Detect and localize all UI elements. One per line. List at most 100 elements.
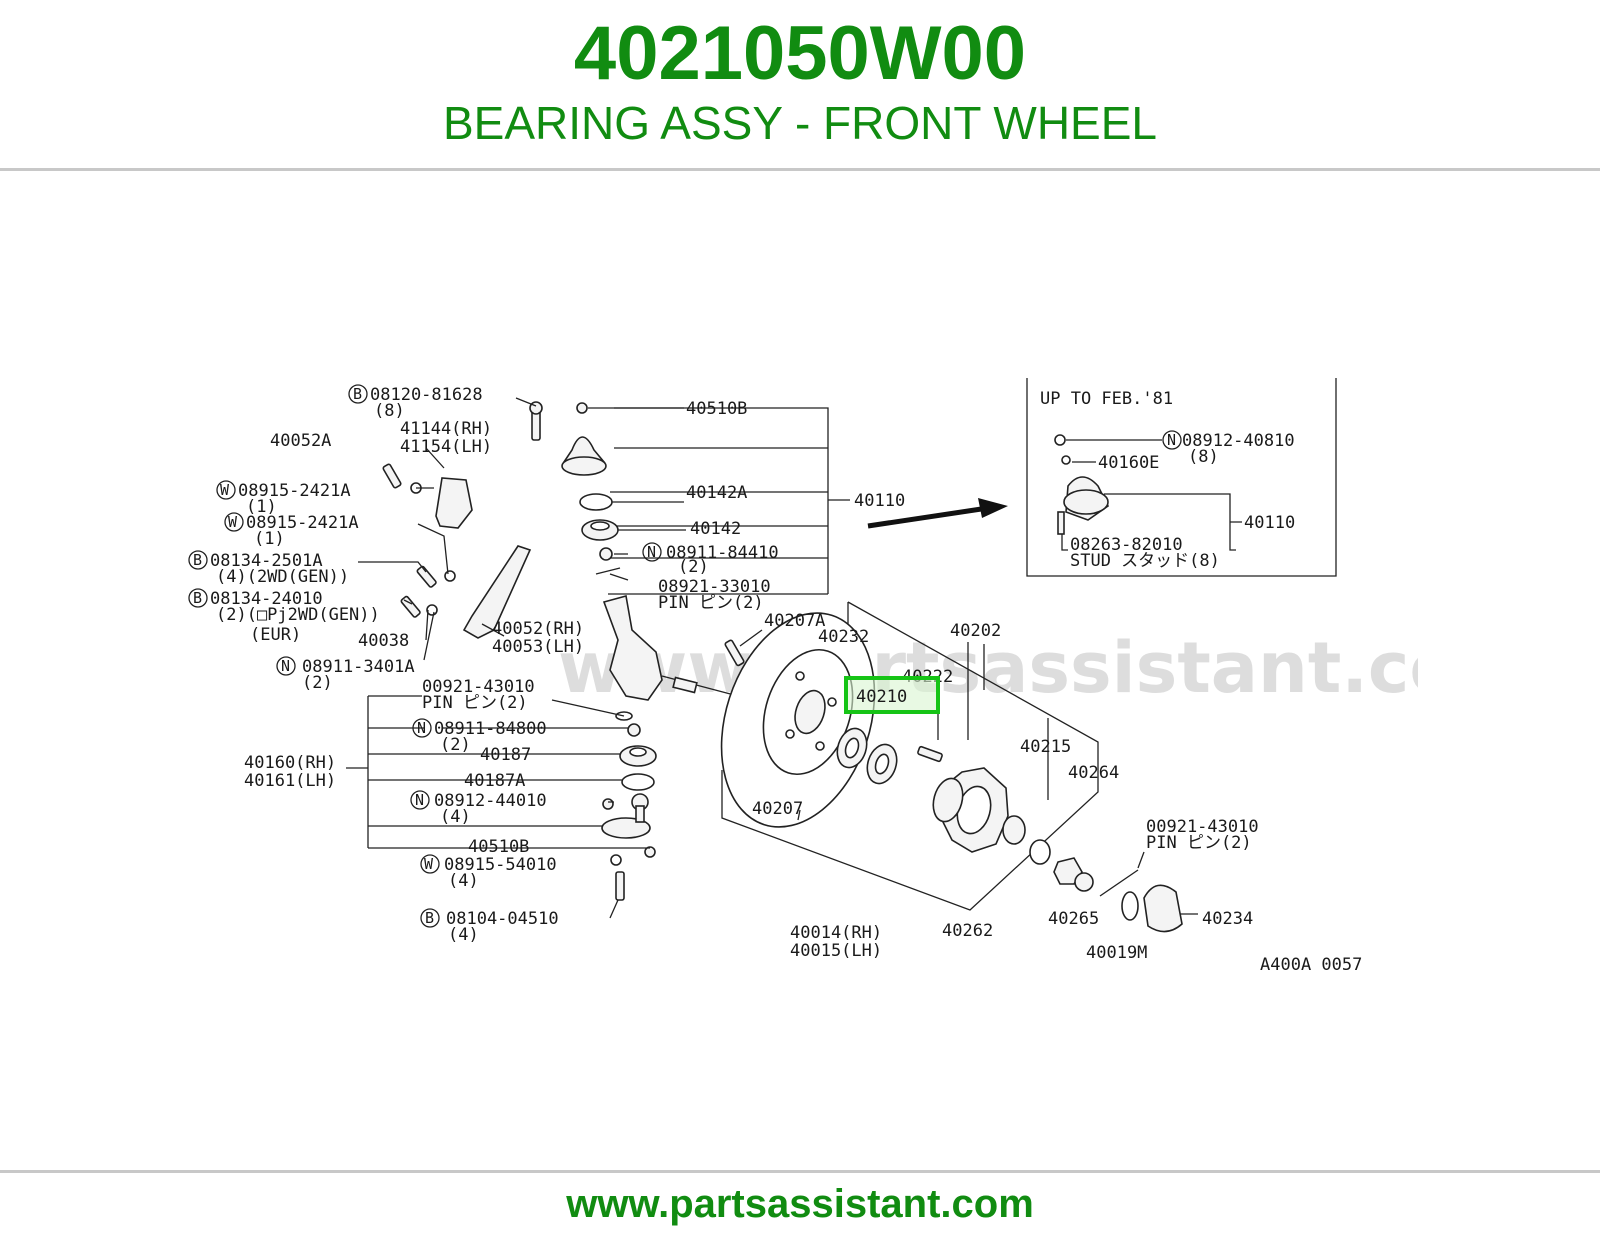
label-08911-84410: 08911-84410: [666, 543, 779, 563]
inset-label-08263-82010: 08263-82010: [1070, 535, 1183, 555]
inset-washer-icon: [1061, 455, 1071, 465]
label-40510B-top: 40510B: [686, 399, 747, 419]
label-40052-rh: 40052(RH): [492, 619, 584, 639]
footer-website-link[interactable]: www.partsassistant.com: [566, 1182, 1034, 1226]
label-40262: 40262: [942, 921, 993, 941]
label-40187: 40187: [480, 745, 531, 765]
nut-08911-84800-icon: [627, 723, 641, 737]
label-eur: (EUR): [250, 625, 301, 645]
label-40510B-bottom: 40510B: [468, 837, 529, 857]
svg-text:N: N: [281, 657, 290, 675]
label-40215: 40215: [1020, 737, 1071, 757]
label-40187A: 40187A: [464, 771, 525, 791]
pin-08921-33010-icon: [595, 567, 621, 575]
bolt-40207A-icon: [724, 639, 745, 667]
washer-40038-icon: [426, 604, 438, 616]
exploded-parts-diagram: www.partsassistant.com: [178, 340, 1418, 1010]
header-divider: [0, 168, 1600, 171]
watermark-text: www.partsassistant.com: [558, 627, 1418, 709]
label-40234: 40234: [1202, 909, 1253, 929]
inset-title: UP TO FEB.'81: [1040, 389, 1173, 409]
ball-joint-top-icon: [561, 402, 607, 476]
label-40142A: 40142A: [686, 483, 747, 503]
svg-text:N: N: [417, 719, 426, 737]
steering-arm-40052-icon: [462, 545, 532, 639]
arrow-to-inset: [867, 505, 989, 529]
svg-text:B: B: [193, 589, 202, 607]
label-08134-2501A: 08134-2501A: [210, 551, 323, 571]
label-qty-4a: (4): [440, 807, 471, 827]
svg-text:B: B: [425, 909, 434, 927]
label-40210-highlighted[interactable]: 40210: [856, 687, 907, 707]
ball-joint-bottom-icon: [601, 793, 651, 839]
label-41144-rh: 41144(RH): [400, 419, 492, 439]
label-08921-33010: 08921-33010: [658, 577, 771, 597]
label-40142: 40142: [690, 519, 741, 539]
label-40110: 40110: [854, 491, 905, 511]
diagram-svg: www.partsassistant.com: [188, 378, 1418, 975]
label-40202: 40202: [950, 621, 1001, 641]
label-41154-lh: 41154(LH): [400, 437, 492, 457]
label-40207: 40207: [752, 799, 803, 819]
label-40014-rh: 40014(RH): [790, 923, 882, 943]
bolt-08104-icon: [615, 871, 625, 901]
bolt-08134-b-icon: [400, 595, 421, 618]
bushing-40142-icon: [581, 519, 619, 541]
seal-40215-icon: [1002, 815, 1026, 845]
label-40015-lh: 40015(LH): [790, 941, 882, 961]
inset-label-40110: 40110: [1244, 513, 1295, 533]
arrow-head: [978, 498, 1008, 518]
label-08911-84800: 08911-84800: [434, 719, 547, 739]
svg-text:W: W: [228, 513, 238, 531]
label-08912-44010: 08912-44010: [434, 791, 547, 811]
part-description: BEARING ASSY - FRONT WHEEL: [442, 97, 1157, 149]
label-pin-2a: PIN ピン(2): [658, 593, 764, 613]
label-qty-4c: (4): [448, 925, 479, 945]
svg-text:W: W: [424, 855, 434, 873]
part-number-title: 4021050W00: [573, 11, 1027, 96]
washer-08915-b-icon: [444, 570, 456, 582]
disc-rotor-40207-icon: [720, 612, 876, 828]
stud-40222-icon: [917, 745, 943, 763]
hub-40202-icon: [932, 767, 1009, 853]
seal-ring-40142A-icon: [579, 493, 613, 511]
label-40161-lh: 40161(LH): [244, 771, 336, 791]
label-40053-lh: 40053(LH): [492, 637, 584, 657]
seal-ring-40187A-icon: [621, 773, 655, 791]
label-40264: 40264: [1068, 763, 1119, 783]
label-qty-2c: (2): [440, 735, 471, 755]
label-08120-81628: 08120-81628: [370, 385, 483, 405]
label-pin-2b: PIN ピン(2): [422, 693, 528, 713]
label-qty-1b: (1): [254, 529, 285, 549]
bushing-40187-icon: [619, 745, 657, 767]
bolt-08134-a-icon: [416, 565, 437, 588]
label-00921-43010-a: 00921-43010: [422, 677, 535, 697]
label-qty-2b: (2): [302, 673, 333, 693]
label-40160-rh: 40160(RH): [244, 753, 336, 773]
label-40019M: 40019M: [1086, 943, 1147, 963]
nut-40510B-icon: [644, 846, 656, 858]
inset-label-qty8: (8): [1188, 447, 1219, 467]
label-qty-2a: (2): [678, 557, 709, 577]
page-header: 4021050W00 BEARING ASSY - FRONT WHEEL: [0, 0, 1600, 168]
inset-hub-icon: [1057, 476, 1110, 535]
label-qty-08134a: (4)(2WD(GEN)): [216, 567, 349, 587]
inset-prefix-n: N: [1167, 431, 1176, 449]
svg-text:B: B: [193, 551, 202, 569]
label-08915-2421A-2: 08915-2421A: [246, 513, 359, 533]
label-40207A: 40207A: [764, 611, 825, 631]
nut-40262-icon: [1053, 857, 1083, 885]
prefix-markers: B W W B B N N N N W B: [188, 384, 662, 928]
highlight-40210-box[interactable]: [844, 676, 940, 714]
inset-nut-icon: [1054, 434, 1066, 446]
bolt-08120-icon: [529, 401, 543, 441]
nut-cap-40265-icon: [1074, 872, 1094, 892]
svg-text:B: B: [353, 385, 362, 403]
inset-panel: UP TO FEB.'81 N 08912-40810 (8) 40160E 4…: [1026, 378, 1337, 577]
inset-label-40160E: 40160E: [1098, 453, 1159, 473]
svg-text:W: W: [220, 481, 230, 499]
washer-40264-icon: [1029, 839, 1051, 865]
footer-divider: [0, 1170, 1600, 1173]
bracket-41144-icon: [435, 477, 473, 529]
diagram-reference-code: A400A 0057: [1260, 955, 1362, 975]
